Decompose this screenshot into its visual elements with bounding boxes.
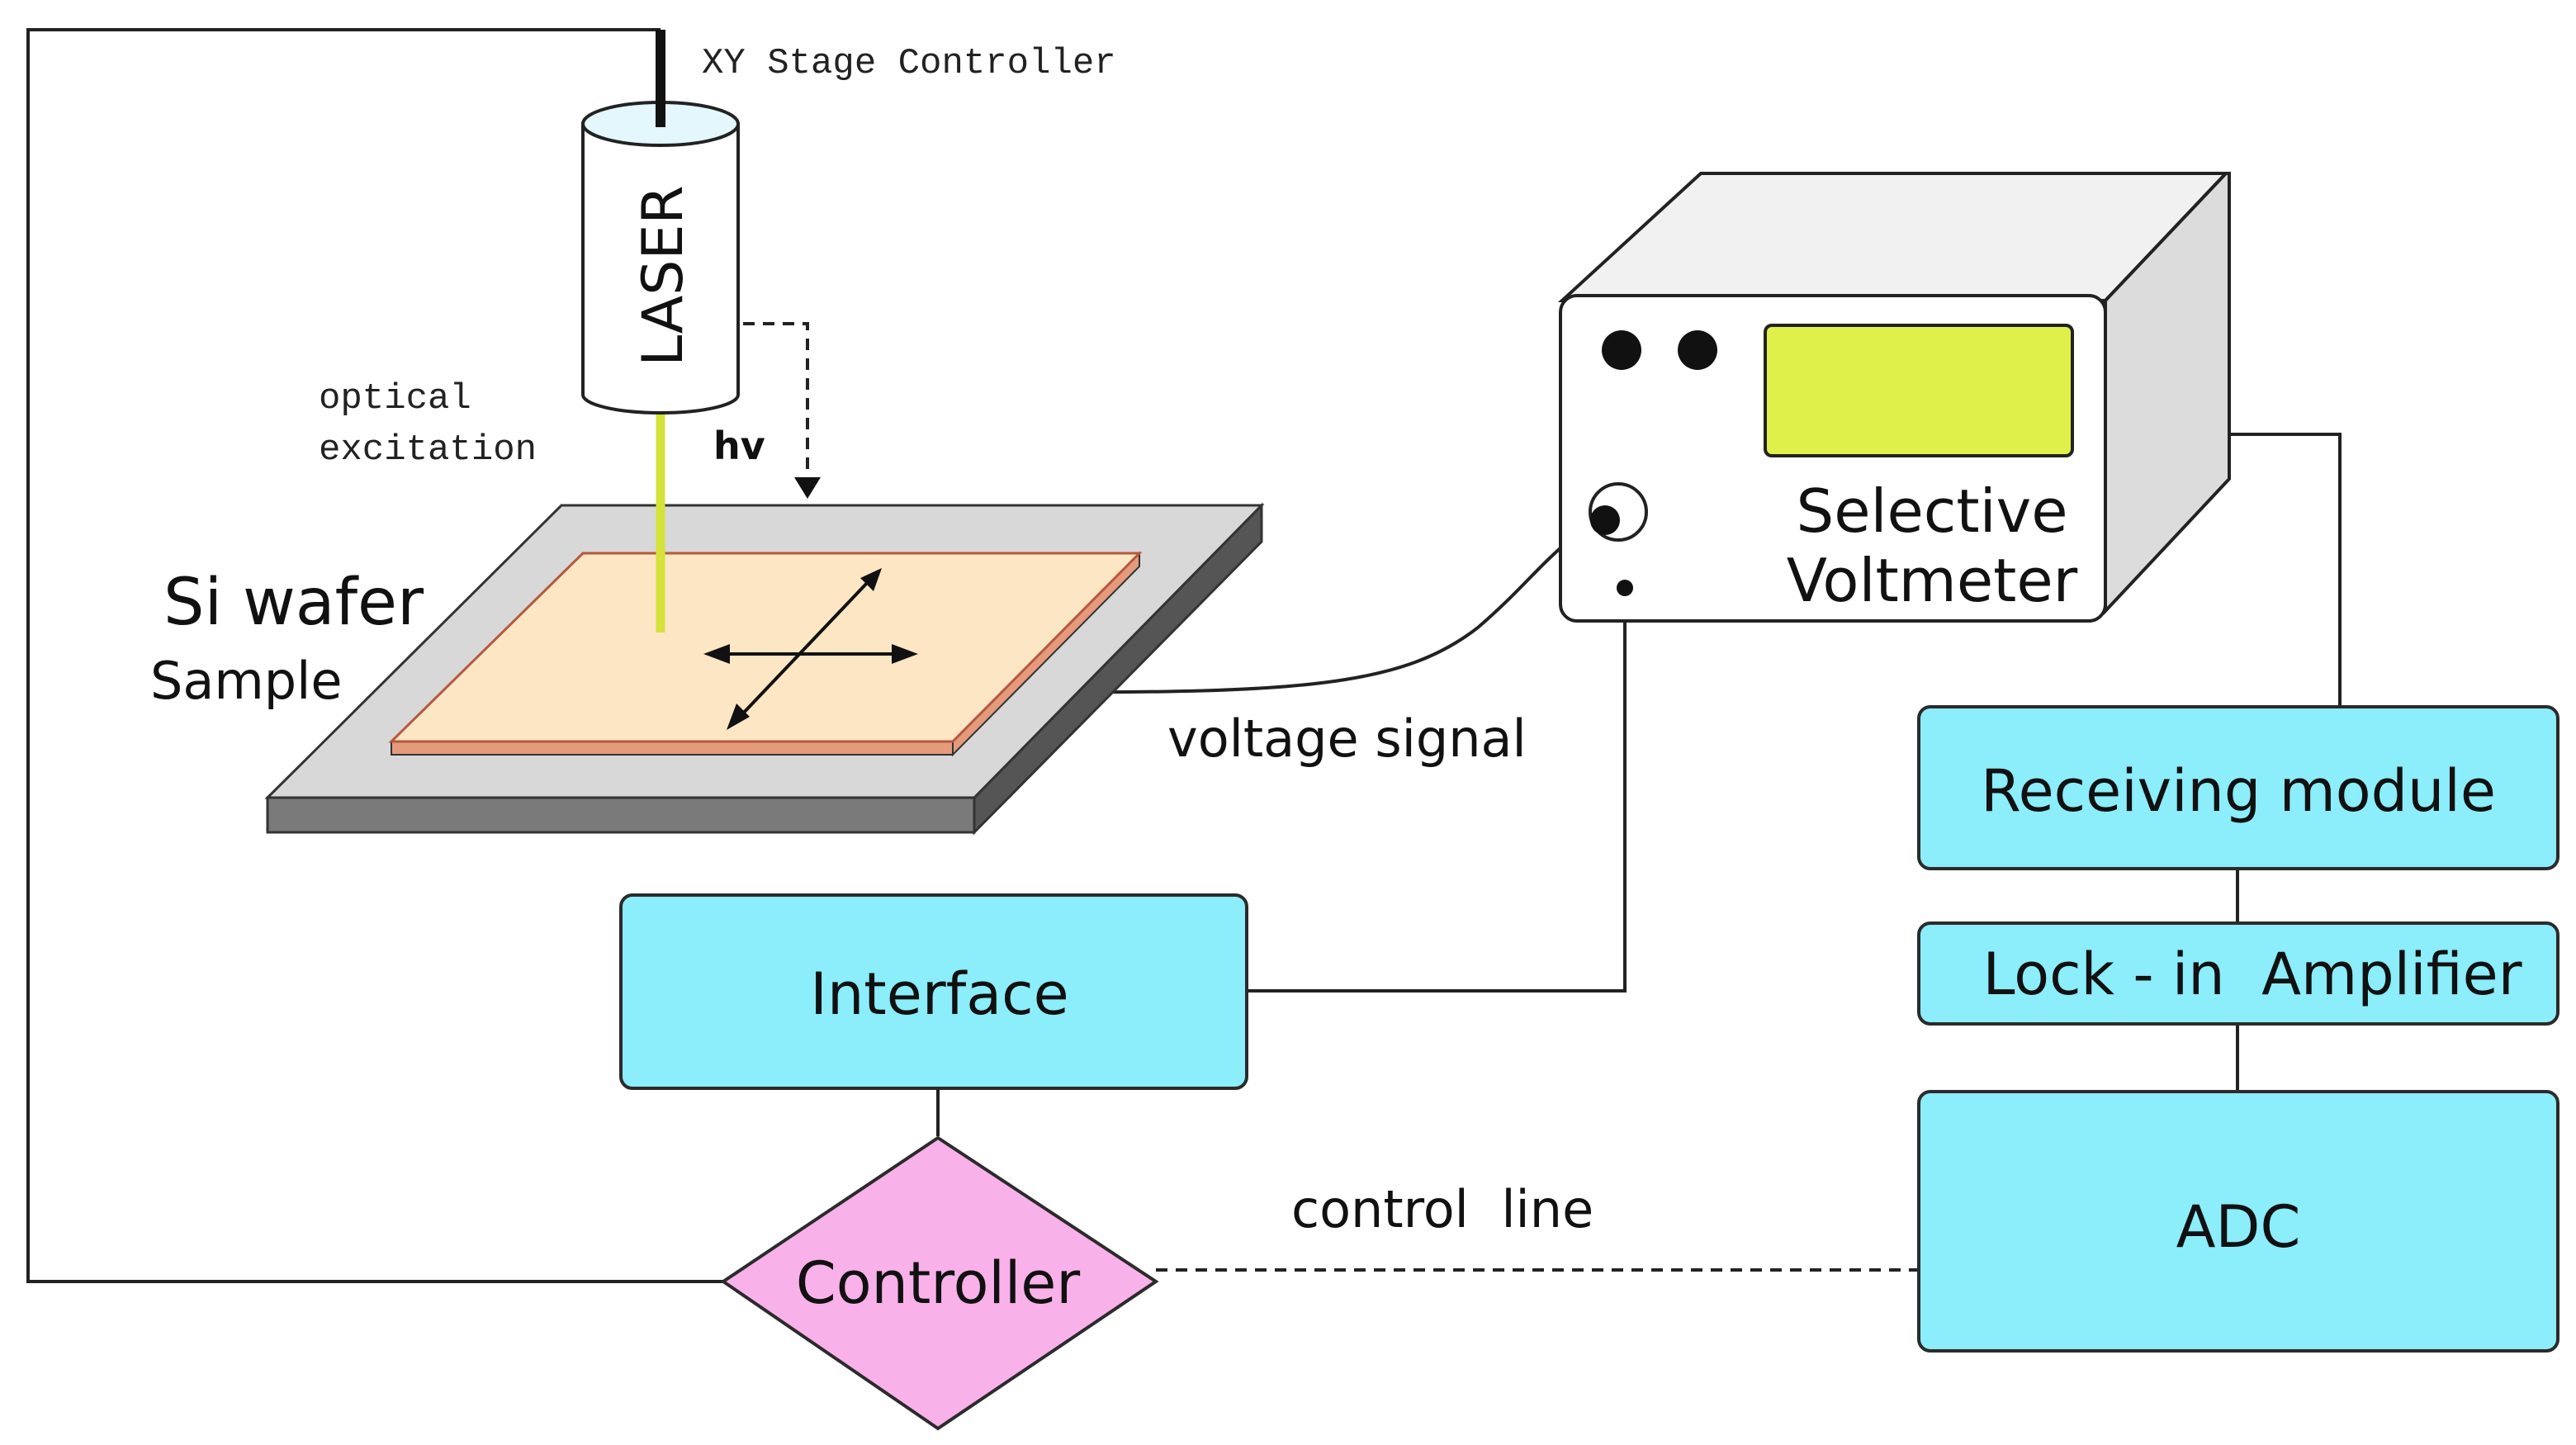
- sample-edge-front: [391, 741, 954, 756]
- si-wafer-sample: [388, 552, 1143, 743]
- lock-in-amplifier-box: [1917, 921, 2559, 1026]
- laser-body: [581, 122, 740, 415]
- x-arrowhead-left: [703, 644, 730, 664]
- lock-in-amplifier-label: Lock - in Amplifier: [1982, 940, 2522, 1008]
- controller-diamond: [720, 1135, 1159, 1431]
- y-motion-arrow: [740, 580, 870, 717]
- voltmeter-knob-right[interactable]: [1678, 330, 1717, 370]
- interface-to-voltmeter-wire: [1247, 588, 1627, 993]
- interface-box: [619, 893, 1248, 1090]
- control-line-label: control line: [1291, 1179, 1593, 1239]
- optical-excitation-line1: optical: [319, 378, 471, 419]
- voltage-signal-label: voltage signal: [1167, 708, 1527, 769]
- dashed-arrowhead: [794, 477, 821, 499]
- voltmeter-terminal[interactable]: [1617, 580, 1633, 596]
- xy-stage-control-wire: [26, 28, 727, 1283]
- receiving-module-label: Receiving module: [1981, 757, 2496, 825]
- x-arrowhead-right: [892, 644, 918, 664]
- voltmeter-input-jack: [1590, 505, 1620, 535]
- voltmeter-to-receiving-wire: [2229, 433, 2342, 707]
- voltage-signal-wire: [1023, 519, 1603, 694]
- receiving-module-box: [1917, 705, 2559, 870]
- controller-label: Controller: [796, 1249, 1081, 1317]
- laser-label: LASER: [631, 185, 696, 366]
- sample-label: Sample: [150, 651, 342, 711]
- y-arrowhead-up: [860, 568, 882, 591]
- laser-to-stage-dashed-arrow: [743, 322, 809, 486]
- stage-side-front: [266, 796, 976, 834]
- adc-label: ADC: [2176, 1193, 2301, 1261]
- hv-label: hv: [713, 424, 765, 468]
- voltmeter-label-line2: Voltmeter: [1787, 546, 2078, 615]
- xy-stage-controller-label: XY Stage Controller: [702, 43, 1116, 84]
- voltmeter-display: [1764, 324, 2074, 457]
- interface-label: Interface: [810, 960, 1068, 1028]
- optical-excitation-line2: excitation: [319, 429, 537, 471]
- y-arrowhead-down: [727, 704, 750, 730]
- voltmeter-knob-left[interactable]: [1602, 330, 1641, 370]
- adc-box: [1917, 1090, 2559, 1353]
- voltmeter-label-line1: Selective: [1796, 476, 2067, 546]
- si-wafer-label: Si wafer: [163, 566, 424, 640]
